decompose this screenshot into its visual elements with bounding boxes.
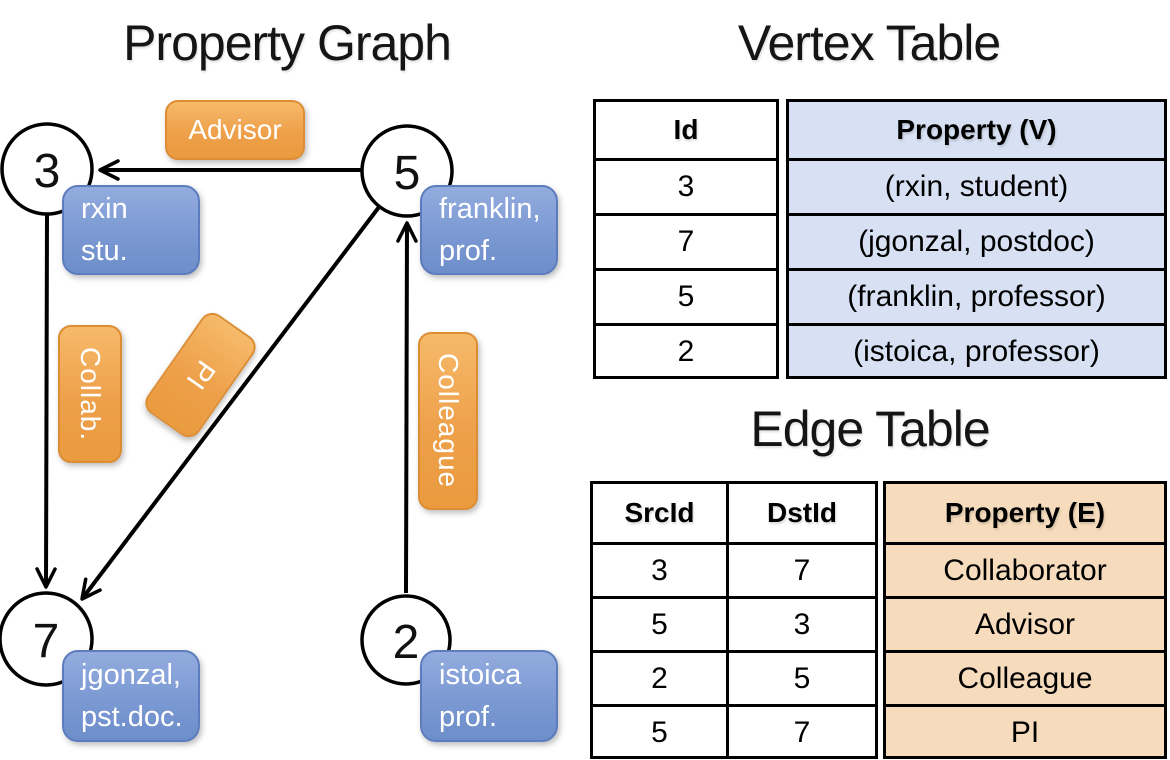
edge-table-row-property: Collaborator	[886, 542, 1164, 596]
vertex-table-header-property: Property (V)	[896, 114, 1057, 145]
edge-label-colleague: Colleague	[418, 332, 478, 510]
node-5-property-line1: franklin,	[439, 192, 541, 225]
edge-table-row-srcid: 2	[593, 650, 726, 704]
vertex-table-id-column: Id 3 7 5 2	[593, 99, 779, 379]
vertex-table-row-id: 3	[596, 158, 776, 213]
node-7-property-label: jgonzal, pst.doc.	[62, 650, 200, 742]
vertex-table-title: Vertex Table	[737, 15, 1001, 71]
node-7-property-line1: jgonzal,	[81, 658, 181, 691]
vertex-table-row-property: (istoica, professor)	[789, 323, 1164, 378]
edge-table-row-dstid: 5	[726, 650, 875, 704]
edge-arrow-3-to-7	[35, 214, 57, 589]
edge-label-collab: Collab.	[58, 325, 122, 463]
edge-arrow-5-to-7	[80, 205, 381, 601]
node-3-id: 3	[33, 144, 61, 198]
edge-table-id-columns: SrcId DstId 3 7 5 3 2 5 5 7	[590, 481, 878, 759]
edge-table-row-dstid: 7	[726, 704, 875, 758]
graph-canvas	[0, 122, 454, 687]
edge-label-advisor-text: Advisor	[188, 114, 282, 145]
vertex-table-row-id: 7	[596, 213, 776, 268]
node-5-property-label: franklin, prof.	[420, 185, 558, 275]
edge-table-row-property: Advisor	[886, 596, 1164, 650]
edge-table-row-dstid: 7	[726, 542, 875, 596]
edge-table-header-property: Property (E)	[944, 497, 1106, 528]
vertex-table-row-property: (franklin, professor)	[789, 268, 1164, 323]
vertex-table-row-id: 5	[596, 268, 776, 323]
node-5-id: 5	[393, 146, 421, 200]
node-3-property-line1: rxin	[81, 192, 128, 225]
node-7-property-line2: pst.doc.	[81, 701, 183, 733]
vertex-table-header-id: Id	[673, 114, 699, 145]
vertex-table-row-property: (jgonzal, postdoc)	[789, 213, 1164, 268]
node-3-property-line2: stu.	[81, 235, 128, 267]
edge-table-header-srcid: SrcId	[624, 497, 695, 528]
edge-table-header-dstid: DstId	[726, 484, 875, 542]
vertex-table-row-id: 2	[596, 323, 776, 378]
edge-label-colleague-text: Colleague	[433, 353, 464, 489]
node-2-id: 2	[392, 615, 420, 669]
vertex-table-row-property: (rxin, student)	[789, 158, 1164, 213]
property-graph-title: Property Graph	[123, 15, 452, 71]
edge-table-row-srcid: 3	[593, 542, 726, 596]
edge-table-row-property: PI	[886, 704, 1164, 758]
edge-label-pi-text: PI	[180, 354, 222, 396]
edge-table-title: Edge Table	[750, 401, 990, 457]
node-2-property-line2: prof.	[439, 701, 498, 733]
edge-label-collab-text: Collab.	[75, 346, 106, 442]
edge-table-property-column: Property (E) Collaborator Advisor Collea…	[883, 481, 1167, 759]
node-2-property-label: istoica prof.	[420, 650, 558, 742]
node-2-property-line1: istoica	[439, 658, 522, 691]
node-5-property-line2: prof.	[439, 235, 498, 267]
edge-table-row-dstid: 3	[726, 596, 875, 650]
edge-label-advisor: Advisor	[165, 100, 305, 160]
node-3-property-label: rxin stu.	[62, 185, 200, 275]
edge-table-row-property: Colleague	[886, 650, 1164, 704]
edge-table-row-srcid: 5	[593, 596, 726, 650]
edge-table-row-srcid: 5	[593, 704, 726, 758]
node-7-id: 7	[32, 614, 60, 668]
vertex-table-property-column: Property (V) (rxin, student) (jgonzal, p…	[786, 99, 1167, 379]
edge-arrow-2-to-5	[396, 221, 418, 594]
